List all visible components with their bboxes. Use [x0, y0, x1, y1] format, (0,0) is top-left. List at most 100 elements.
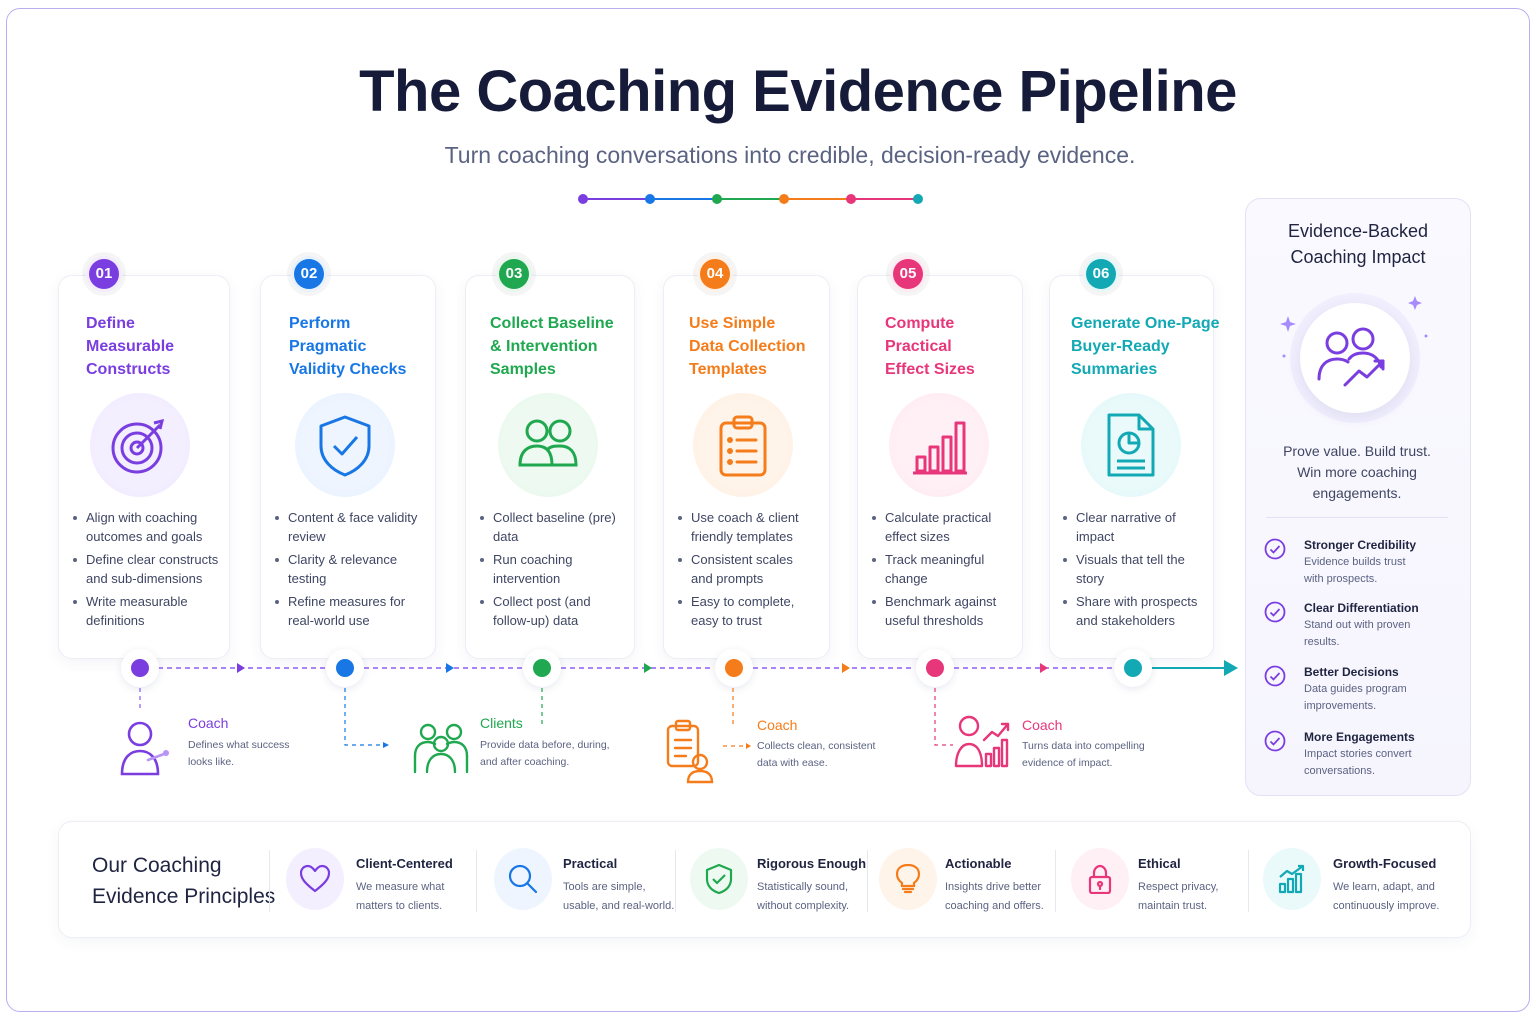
step-icon-circle-1 [90, 393, 190, 497]
shield-check-icon [319, 415, 371, 477]
impact-tagline: Prove value. Build trust.Win more coachi… [1283, 443, 1431, 501]
principle-name-1: Client-Centered [356, 856, 453, 871]
list-item: Easy to complete,easy to trust [678, 592, 799, 630]
role-label-1: Coach [188, 715, 229, 731]
timeline-node-3 [523, 649, 561, 687]
role-label-3: Coach [757, 717, 798, 733]
growth-chart-icon [1278, 864, 1305, 894]
bar-chart-icon [913, 421, 967, 475]
timeline-node-6 [1114, 649, 1152, 687]
step-number-5: 05 [890, 256, 926, 292]
list-item: Collect baseline (pre)data [480, 508, 616, 546]
step-number-1: 01 [86, 256, 122, 292]
page-subtitle: Turn coaching conversations into credibl… [444, 142, 1136, 168]
lightbulb-icon [895, 864, 921, 894]
report-icon [1107, 413, 1155, 477]
timeline-node-5 [916, 649, 954, 687]
principle-name-3: Rigorous Enough [757, 856, 867, 871]
step-icon-circle-4 [693, 393, 793, 497]
people-icon [518, 419, 578, 467]
target-icon [111, 418, 165, 474]
shield-check-icon [705, 864, 733, 894]
lock-icon [1088, 864, 1112, 894]
sparkle-icon [1280, 296, 1428, 358]
step-icon-circle-5 [889, 393, 989, 497]
page-title: The Coaching Evidence Pipeline [359, 59, 1237, 124]
impact-divider [1266, 517, 1448, 518]
role-label-4: Coach [1022, 717, 1063, 733]
growth-people-icon [1317, 327, 1385, 387]
divider [1248, 850, 1249, 912]
step-number-4: 04 [697, 256, 733, 292]
check-circle-icon [1264, 665, 1286, 687]
principle-name-6: Growth-Focused [1333, 856, 1437, 871]
divider [1055, 850, 1056, 912]
principle-desc-5: Respect privacy,maintain trust. [1138, 881, 1219, 912]
check-circle-icon [1264, 601, 1286, 623]
principle-icon-circle-3 [690, 848, 748, 910]
principle-name-4: Actionable [945, 856, 1012, 871]
check-circle-icon [1264, 538, 1286, 560]
divider [867, 850, 868, 912]
step-icon-circle-6 [1081, 393, 1181, 497]
step-number-6: 06 [1083, 256, 1119, 292]
color-dots-divider [578, 194, 923, 204]
impact-icon-circle [1300, 303, 1410, 413]
coach-person-icon [120, 721, 169, 776]
clients-group-icon [413, 723, 469, 774]
step-icon-circle-2 [295, 393, 395, 497]
clipboard-icon [719, 415, 767, 477]
divider [675, 850, 676, 912]
page-frame [6, 8, 1530, 1012]
check-circle-icon [1264, 730, 1286, 752]
heart-icon [300, 864, 330, 893]
role-label-2: Clients [480, 715, 523, 731]
principle-icon-circle-1 [286, 848, 344, 910]
search-icon [508, 864, 538, 894]
principle-name-5: Ethical [1138, 856, 1181, 871]
principle-icon-circle-6 [1263, 848, 1321, 910]
divider [476, 850, 477, 912]
principle-icon-circle-4 [879, 848, 937, 910]
principle-desc-2: Tools are simple,usable, and real-world. [563, 881, 675, 912]
timeline-node-4 [715, 649, 753, 687]
step-number-3: 03 [496, 256, 532, 292]
role-desc-2: Provide data before, during,and after co… [480, 739, 610, 768]
principle-icon-circle-2 [494, 848, 552, 910]
principle-desc-3: Statistically sound,without complexity. [757, 881, 850, 912]
principle-name-2: Practical [563, 856, 618, 871]
divider [269, 850, 270, 912]
step-icon-circle-3 [498, 393, 598, 497]
